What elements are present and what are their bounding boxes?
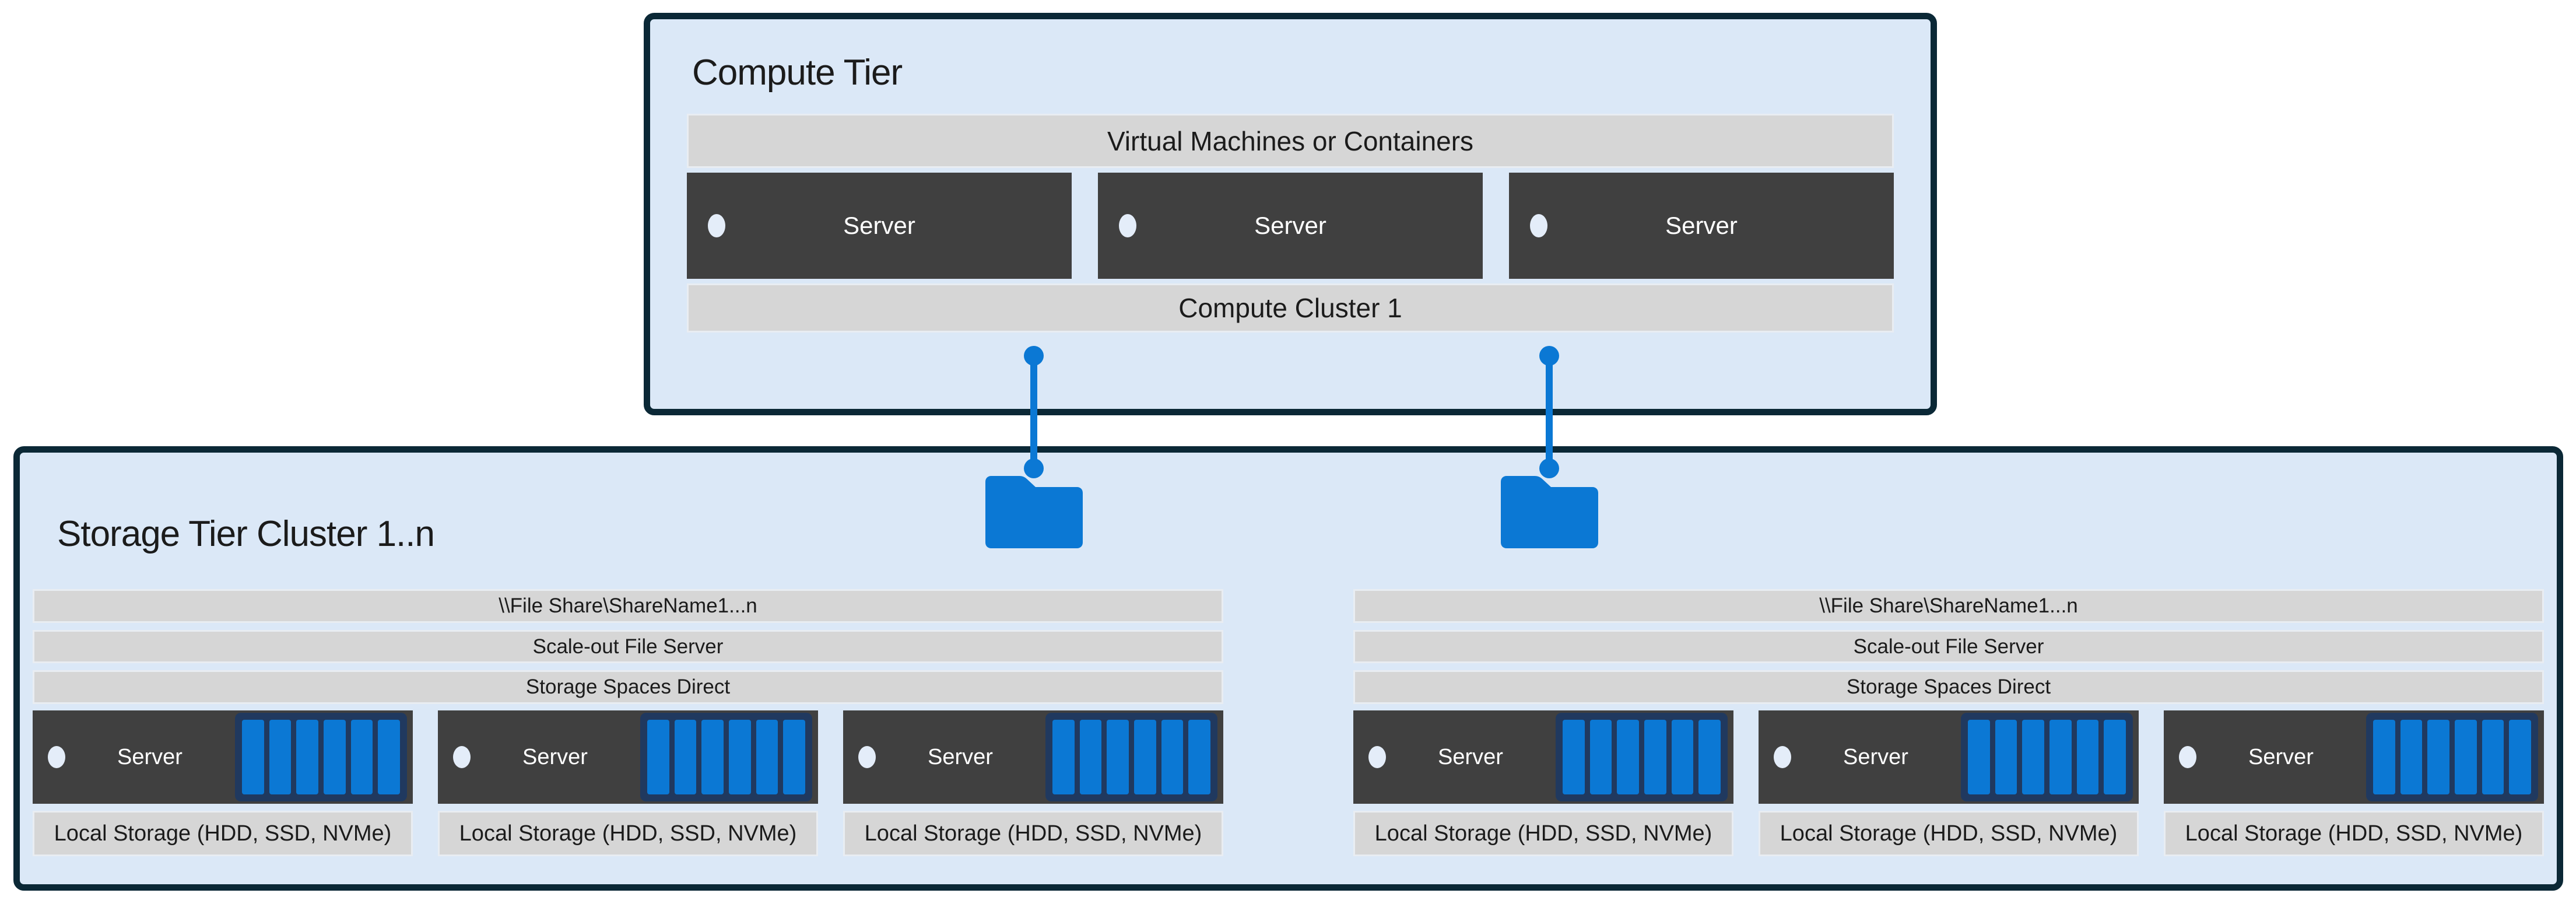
compute-tier-title: Compute Tier [692,52,903,93]
server-label: Server [2248,744,2314,769]
compute-server-3: Server [1509,173,1894,279]
disk-array-icon [1045,713,1217,801]
compute-server-2: Server [1098,173,1483,279]
local-storage-bar: Local Storage (HDD, SSD, NVMe) [1759,811,2139,856]
scale-out-file-server-bar: Scale-out File Server [1353,630,2544,663]
local-storage-label: Local Storage (HDD, SSD, NVMe) [1374,821,1712,846]
server-led-icon [48,746,65,768]
disk-array-icon [235,713,407,801]
file-share-bar-label: \\File Share\ShareName1...n [499,594,757,617]
compute-server-1: Server [687,173,1072,279]
local-storage-label: Local Storage (HDD, SSD, NVMe) [864,821,1202,846]
folder-icon [1501,476,1598,548]
local-storage-bar: Local Storage (HDD, SSD, NVMe) [843,811,1223,856]
server-label: Server [522,744,588,769]
server-label: Server [843,212,915,239]
compute-tier-box: Compute Tier Virtual Machines or Contain… [644,13,1937,415]
server-led-icon [1119,214,1136,237]
connector-line-2 [1539,0,1559,496]
file-share-bar: \\File Share\ShareName1...n [1353,589,2544,623]
connector-line-1 [1024,0,1044,496]
server-led-icon [453,746,471,768]
server-label: Server [1843,744,1908,769]
storage-server-5: Server [1759,710,2139,804]
server-led-icon [1774,746,1791,768]
virtual-machines-bar: Virtual Machines or Containers [687,114,1894,168]
file-share-bar: \\File Share\ShareName1...n [33,589,1223,623]
server-led-icon [858,746,876,768]
storage-spaces-direct-label: Storage Spaces Direct [1846,675,2051,698]
disk-array-icon [1961,713,2133,801]
storage-spaces-direct-label: Storage Spaces Direct [525,675,731,698]
storage-server-2: Server [438,710,818,804]
disk-array-icon [640,713,812,801]
storage-tier-box: Storage Tier Cluster 1..n \\File Share\S… [13,446,2563,891]
disk-array-icon [2366,713,2538,801]
storage-spaces-direct-bar: Storage Spaces Direct [1353,670,2544,704]
server-label: Server [1438,744,1503,769]
local-storage-bar: Local Storage (HDD, SSD, NVMe) [1353,811,1733,856]
connector-endpoint-dot [1539,346,1559,366]
server-label: Server [117,744,183,769]
local-storage-label: Local Storage (HDD, SSD, NVMe) [54,821,392,846]
storage-server-1: Server [33,710,413,804]
server-led-icon [708,214,725,237]
server-label: Server [1665,212,1738,239]
storage-cluster-1: \\File Share\ShareName1...n Scale-out Fi… [33,589,1223,862]
server-label: Server [1254,212,1326,239]
storage-server-4: Server [1353,710,1733,804]
connector-endpoint-dot [1024,346,1044,366]
storage-spaces-direct-bar: Storage Spaces Direct [33,670,1223,704]
local-storage-label: Local Storage (HDD, SSD, NVMe) [459,821,797,846]
server-label: Server [928,744,993,769]
local-storage-bar: Local Storage (HDD, SSD, NVMe) [2164,811,2544,856]
connector-endpoint-dot [1539,458,1559,478]
compute-cluster-bar: Compute Cluster 1 [687,283,1894,332]
scale-out-file-server-bar: Scale-out File Server [33,630,1223,663]
local-storage-bar: Local Storage (HDD, SSD, NVMe) [438,811,818,856]
connector-stem [1546,355,1553,469]
disk-array-icon [1556,713,1728,801]
compute-cluster-bar-label: Compute Cluster 1 [1178,293,1402,323]
server-led-icon [2179,746,2196,768]
server-led-icon [1368,746,1386,768]
local-storage-label: Local Storage (HDD, SSD, NVMe) [1780,821,2118,846]
scale-out-file-server-label: Scale-out File Server [532,635,724,658]
storage-server-6: Server [2164,710,2544,804]
connector-stem [1030,355,1037,469]
local-storage-label: Local Storage (HDD, SSD, NVMe) [2185,821,2523,846]
server-led-icon [1530,214,1547,237]
connector-endpoint-dot [1024,458,1044,478]
folder-icon [985,476,1083,548]
storage-tier-title: Storage Tier Cluster 1..n [57,514,435,554]
scale-out-file-server-label: Scale-out File Server [1853,635,2044,658]
storage-cluster-2: \\File Share\ShareName1...n Scale-out Fi… [1353,589,2544,862]
local-storage-bar: Local Storage (HDD, SSD, NVMe) [33,811,413,856]
file-share-bar-label: \\File Share\ShareName1...n [1819,594,2078,617]
storage-server-3: Server [843,710,1223,804]
virtual-machines-bar-label: Virtual Machines or Containers [1107,125,1474,156]
